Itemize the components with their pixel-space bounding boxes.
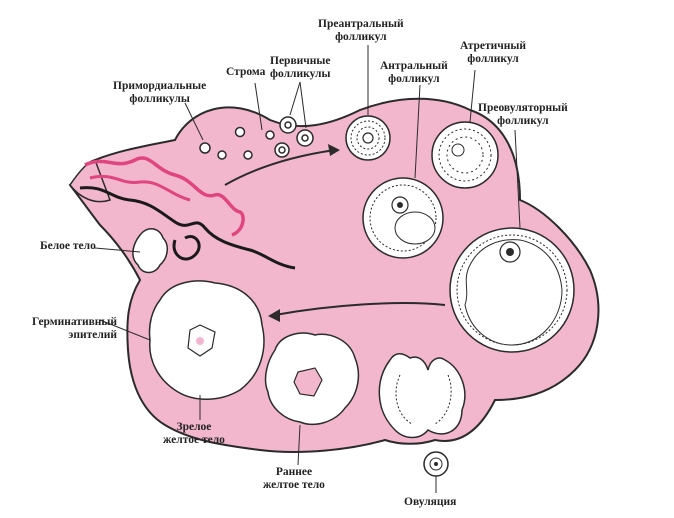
arrow-upper-head xyxy=(328,144,340,156)
label-white-body: Белое тело xyxy=(40,240,96,252)
label-primary-follicles: Первичные фолликулы xyxy=(270,55,331,80)
label-germinal-epithelium: Герминативный эпителий xyxy=(32,316,118,341)
label-early-corpus-luteum: Раннее желтое тело xyxy=(263,466,325,491)
preovulatory-follicle xyxy=(449,227,575,353)
primary-follicles xyxy=(274,116,314,158)
preantral-follicle xyxy=(345,115,391,161)
label-preantral-follicle: Преантральный фолликул xyxy=(318,18,404,43)
vessel-pink-2 xyxy=(89,175,191,202)
arrow-lower-head xyxy=(268,309,280,322)
label-stroma: Строма xyxy=(226,66,266,78)
vessel-pink xyxy=(84,156,245,237)
label-preovulatory-follicle: Преовуляторный фолликул xyxy=(478,102,568,127)
released-oocyte xyxy=(423,451,449,477)
label-ovulation: Овуляция xyxy=(404,496,457,508)
arrow-upper xyxy=(224,149,336,186)
early-corpus-luteum xyxy=(264,332,360,426)
vessel-dark xyxy=(79,186,296,270)
atretic-follicle xyxy=(431,121,499,189)
label-mature-corpus-luteum: Зрелое желтое тело xyxy=(163,421,225,446)
label-atretic-follicle: Атретичный фолликул xyxy=(460,40,527,65)
leader-lines xyxy=(94,45,521,493)
hilum xyxy=(69,159,111,203)
label-primordial-follicles: Примордиальные фолликулы xyxy=(113,80,207,105)
antral-follicle xyxy=(362,177,444,259)
label-antral-follicle: Антральный фолликул xyxy=(380,60,448,85)
arrow-lower xyxy=(274,302,446,316)
corpus-albicans xyxy=(132,228,168,274)
ruptured-follicle xyxy=(378,353,466,439)
primordial-follicles xyxy=(199,126,275,160)
mature-corpus-luteum xyxy=(148,280,265,400)
vessel-loop xyxy=(172,235,201,261)
